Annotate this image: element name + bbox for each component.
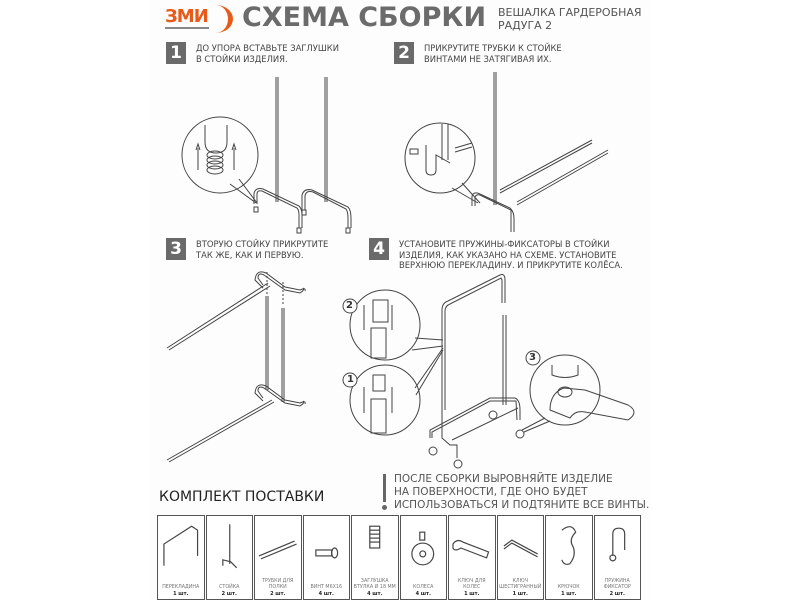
screw-icon <box>314 547 338 559</box>
step-4-line2: изделия, как указано на схеме. Установит… <box>399 249 617 260</box>
step-2-diagram <box>404 72 609 232</box>
step-2-text: Прикрутите трубки к стойке винтами не за… <box>424 43 562 64</box>
step-3-line2: так же, как и первую. <box>196 249 304 260</box>
note-line2: на поверхности, где оно будет <box>394 486 588 498</box>
step-2-line1: Прикрутите трубки к стойке <box>424 43 562 53</box>
hook-icon <box>561 526 577 565</box>
kit-item-spring-clip: Пружина фиксатор 2 шт. <box>593 515 641 600</box>
step-2-number: 2 <box>394 42 414 64</box>
kit-item-qty: 1 шт. <box>464 591 480 597</box>
kit-item-plug: Заглушка втулка Ø 18 мм 4 шт. <box>351 515 399 600</box>
kit-item-qty: 1 шт. <box>512 591 528 597</box>
kit-item-name: Пружина фиксатор <box>603 579 631 590</box>
step-4-line1: Установите пружины-фиксаторы в стойки <box>399 239 610 249</box>
kit-item-name: Ключ шестигранный <box>499 579 542 590</box>
kit-item-qty: 2 шт. <box>609 591 625 597</box>
wrench-icon <box>452 539 490 559</box>
step-3-diagram <box>166 271 306 463</box>
kit-item-crossbar: Перекладина 1 шт. <box>157 515 205 600</box>
kit-item-name: Трубки для полки <box>262 579 294 590</box>
logo-tagline-bar <box>165 27 209 29</box>
logo-swoosh-icon <box>199 5 233 33</box>
callout-1-label: 1 <box>347 374 354 385</box>
step-4-line3: верхнюю перекладину. И прикрутите колёса… <box>399 260 623 270</box>
kit-item-name: Заглушка втулка Ø 18 мм <box>353 579 396 590</box>
crossbar-icon <box>163 525 199 566</box>
caster-wheel-icon <box>410 531 434 566</box>
kit-item-qty: 4 шт. <box>367 591 383 597</box>
step-3-line1: Вторую стойку прикрутите <box>196 239 329 249</box>
note-line1: После сборки выровняйте изделие <box>394 473 613 485</box>
kit-item-screw: Винт М6x16 4 шт. <box>302 515 350 600</box>
kit-item-name: Винт М6x16 <box>310 584 343 590</box>
logo-text: ЗМИ <box>165 6 209 27</box>
kit-item-name: Крючок <box>557 584 580 590</box>
kit-item-shelf-tubes: Трубки для полки 2 шт. <box>254 515 302 600</box>
kit-item-qty: 4 шт. <box>415 591 431 597</box>
kit-item-qty: 2 шт. <box>221 591 237 597</box>
step-4-diagram <box>342 274 635 469</box>
kit-list: Перекладина 1 шт. Стойка 2 шт. Трубки дл… <box>157 515 641 600</box>
kit-item-name: Стойка <box>219 584 240 590</box>
step-1-line2: в стойки изделия. <box>196 53 288 64</box>
callout-2-label: 2 <box>346 300 353 311</box>
kit-item-name: Перекладина <box>162 584 200 590</box>
shelf-tubes-icon <box>258 540 297 560</box>
spring-clip-icon <box>608 527 625 562</box>
kit-item-name: Колеса <box>413 584 434 590</box>
product-name-line2: РАДУГА 2 <box>498 19 553 32</box>
step-1-diagram <box>181 77 352 234</box>
kit-item-qty: 1 шт. <box>173 591 189 597</box>
upright-icon <box>221 524 237 569</box>
hex-key-icon <box>503 539 538 558</box>
kit-item-wrench: Ключ для колес 1 шт. <box>448 515 496 600</box>
step-1-line1: До упора вставьте заглушки <box>196 43 340 53</box>
note-accent-bar <box>383 474 386 502</box>
kit-item-caster-wheel: Колеса 4 шт. <box>399 515 447 600</box>
plug-icon <box>369 525 381 549</box>
step-1-number: 1 <box>166 42 186 64</box>
kit-section-title: КОМПЛЕКТ ПОСТАВКИ <box>159 489 325 505</box>
callout-3-label: 3 <box>529 352 536 363</box>
assembly-note: После сборки выровняйте изделие на повер… <box>394 473 649 512</box>
kit-item-qty: 1 шт. <box>561 591 577 597</box>
kit-item-name: Ключ для колес <box>457 579 486 590</box>
kit-item-qty: 2 шт. <box>270 591 286 597</box>
brand-logo: ЗМИ <box>163 5 235 33</box>
product-name: ВЕШАЛКА ГАРДЕРОБНАЯ РАДУГА 2 <box>498 6 642 32</box>
note-accent-dot <box>382 505 387 510</box>
step-1-text: До упора вставьте заглушки в стойки изде… <box>196 43 339 64</box>
page-title: СХЕМА СБОРКИ <box>242 2 487 33</box>
instruction-page <box>150 0 650 600</box>
step-4-text: Установите пружины-фиксаторы в стойки из… <box>399 239 623 271</box>
step-4-number: 4 <box>369 238 389 260</box>
kit-item-hex-key: Ключ шестигранный 1 шт. <box>496 515 544 600</box>
product-name-line1: ВЕШАЛКА ГАРДЕРОБНАЯ <box>498 6 642 19</box>
kit-item-hook: Крючок 1 шт. <box>545 515 593 600</box>
step-3-number: 3 <box>166 238 186 260</box>
step-3-text: Вторую стойку прикрутите так же, как и п… <box>196 239 328 260</box>
kit-item-qty: 4 шт. <box>318 591 334 597</box>
note-line3: использоваться и подтяните все винты. <box>394 499 650 511</box>
kit-item-upright: Стойка 2 шт. <box>205 515 253 600</box>
step-2-line2: винтами не затягивая их. <box>424 53 552 64</box>
